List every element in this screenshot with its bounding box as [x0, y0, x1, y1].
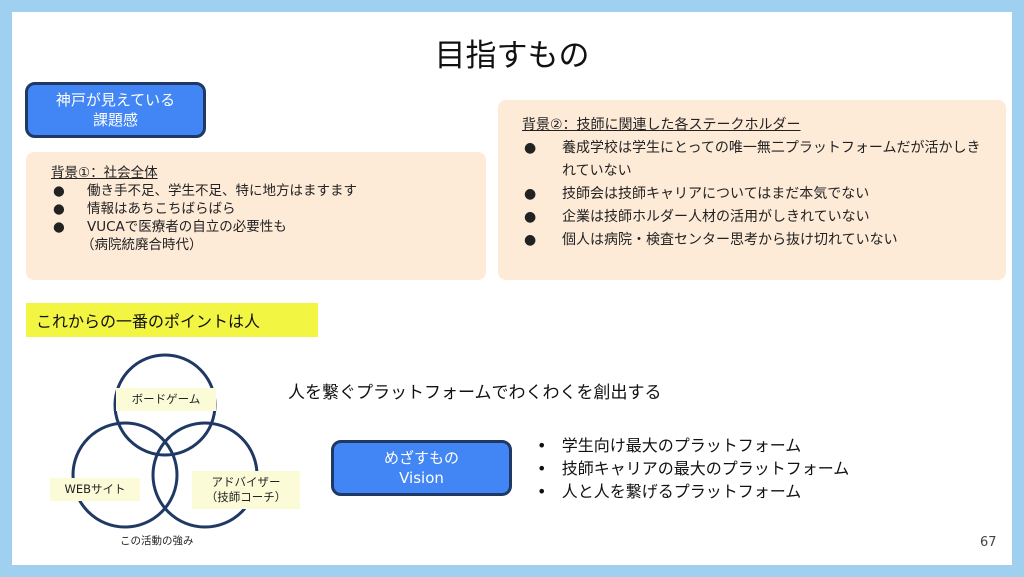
item-text: 技師キャリアの最大のプラットフォーム — [561, 459, 850, 478]
venn-label-right-line2: （技師コーチ） — [205, 490, 287, 504]
background1-heading: 背景①：社会全体 — [51, 165, 158, 181]
list-item: ●養成学校は学生にとっての唯一無二プラットフォームだが活かしきれていない — [522, 137, 986, 183]
item-text: 情報はあちこちばらばら — [87, 201, 236, 217]
list-item: ●働き手不足、学生不足、特に地方はますます — [53, 183, 357, 199]
key-point-banner: これからの一番のポイントは人 — [26, 303, 318, 337]
page-number: 67 — [980, 535, 997, 550]
item-text: 技師会は技師キャリアについてはまだ本気でない — [562, 186, 870, 202]
vision-button[interactable]: めざすもの Vision — [331, 440, 512, 496]
background2-panel: 背景②：技師に関連した各ステークホルダー ●養成学校は学生にとっての唯一無二プラ… — [498, 100, 1006, 280]
list-item: ●技師会は技師キャリアについてはまだ本気でない — [522, 183, 986, 206]
issue-button[interactable]: 神戸が見えている 課題感 — [25, 82, 206, 138]
background1-note: （病院統廃合時代） — [81, 237, 203, 253]
item-text: 養成学校は学生にとっての唯一無二プラットフォームだが活かしきれていない — [562, 140, 981, 179]
background2-heading: 背景②：技師に関連した各ステークホルダー — [522, 117, 801, 133]
venn-caption: この活動の強み — [120, 535, 194, 547]
venn-label-top: ボードゲーム — [116, 388, 216, 411]
venn-circle-left — [71, 421, 179, 529]
venn-label-right-line1: アドバイザー — [211, 475, 281, 489]
list-item: • 人と人を繋げるプラットフォーム — [537, 482, 802, 501]
list-item: ●個人は病院・検査センター思考から抜け切れていない — [522, 229, 986, 252]
vision-button-line2: Vision — [399, 469, 444, 487]
issue-button-line1: 神戸が見えている — [55, 91, 176, 109]
item-text: 人と人を繋げるプラットフォーム — [561, 482, 802, 501]
list-item: • 学生向け最大のプラットフォーム — [537, 436, 802, 455]
list-item: ●VUCAで医療者の自立の必要性も — [53, 219, 287, 235]
item-text: VUCAで医療者の自立の必要性も — [87, 219, 287, 235]
vision-list: • 学生向け最大のプラットフォーム • 技師キャリアの最大のプラットフォーム •… — [537, 434, 849, 503]
venn-label-left: WEBサイト — [50, 478, 140, 501]
list-item: ●企業は技師ホルダー人材の活用がしきれていない — [522, 206, 986, 229]
venn-label-right: アドバイザー （技師コーチ） — [192, 471, 300, 509]
issue-button-line2: 課題感 — [92, 111, 138, 129]
list-item: ●情報はあちこちばらばら — [53, 201, 236, 217]
background1-panel: 背景①：社会全体 ●働き手不足、学生不足、特に地方はますます ●情報はあちこちば… — [26, 152, 486, 280]
list-item: • 技師キャリアの最大のプラットフォーム — [537, 459, 850, 478]
item-text: 個人は病院・検査センター思考から抜け切れていない — [562, 232, 898, 248]
mission-statement: 人を繋ぐプラットフォームでわくわくを創出する — [288, 383, 662, 403]
item-text: 学生向け最大のプラットフォーム — [561, 436, 802, 455]
slide-title: 目指すもの — [434, 38, 590, 74]
item-text: 企業は技師ホルダー人材の活用がしきれていない — [562, 209, 870, 225]
vision-button-line1: めざすもの — [383, 449, 459, 467]
item-text: 働き手不足、学生不足、特に地方はますます — [87, 183, 357, 199]
